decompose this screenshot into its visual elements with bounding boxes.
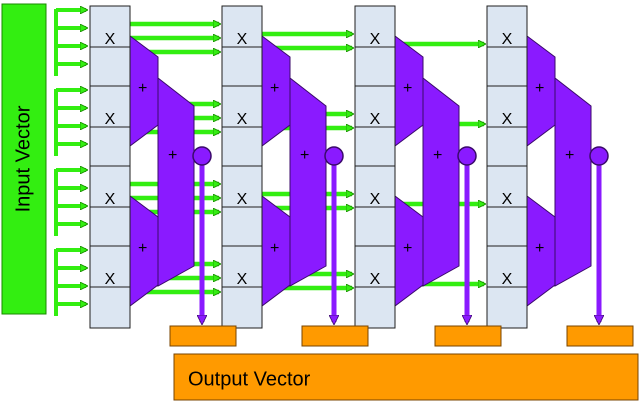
adder-trapezoid (554, 76, 592, 287)
adder-plus-label: + (403, 240, 412, 257)
multiplier-x-label: X (370, 271, 381, 288)
multiplier-x-label: X (237, 191, 248, 208)
multiplier-x-label: X (502, 271, 513, 288)
multiplier-cell (221, 286, 263, 329)
multiplier-cell (354, 85, 396, 128)
multiplier-x-label: X (237, 271, 248, 288)
multiplier-cell (486, 165, 528, 208)
multiplier-cell (486, 126, 528, 169)
adder-trapezoid (157, 76, 195, 287)
adder-trapezoid (422, 76, 460, 287)
output-slot (566, 325, 634, 347)
adder-plus-label: + (433, 147, 442, 164)
output-vector: Output Vector (169, 325, 639, 401)
multiplier-cell (354, 206, 396, 249)
accumulator-circle (457, 146, 477, 166)
multiplier-cell (221, 5, 263, 48)
input-vector-label: Input Vector (12, 105, 34, 212)
accumulator-circle (589, 146, 609, 166)
multiplier-x-label: X (502, 191, 513, 208)
multiplier-x-label: X (237, 31, 248, 48)
multiplier-cell (486, 5, 528, 48)
output-slot (301, 325, 369, 347)
multiplier-x-label: X (105, 111, 116, 128)
multiplier-x-label: X (105, 271, 116, 288)
multiplier-cell (221, 206, 263, 249)
multiplier-cell (354, 286, 396, 329)
multiplier-cell (89, 5, 131, 48)
multiplier-cell (89, 245, 131, 288)
multiplier-cell (89, 206, 131, 249)
multiplier-cell (89, 46, 131, 89)
multiplier-x-label: X (502, 111, 513, 128)
multiplier-cell (89, 126, 131, 169)
multiplier-x-label: X (370, 111, 381, 128)
output-vector-label: Output Vector (188, 368, 311, 390)
multiplier-cell (221, 126, 263, 169)
adder-plus-label: + (138, 240, 147, 257)
adder-plus-label: + (270, 240, 279, 257)
multiplier-cell (486, 85, 528, 128)
multiplier-cell (89, 286, 131, 329)
multiplier-cell (486, 206, 528, 249)
multiplier-cell (354, 5, 396, 48)
multiplier-cell (354, 46, 396, 89)
adder-plus-label: + (300, 147, 309, 164)
multiplier-x-label: X (370, 31, 381, 48)
multiplier-x-label: X (237, 111, 248, 128)
multiplier-x-label: X (502, 31, 513, 48)
output-slot (434, 325, 502, 347)
multiplier-cell (354, 165, 396, 208)
multipliers-layer: X X X X X X X X X X X X X X X X (89, 5, 528, 329)
multiplier-cell (354, 126, 396, 169)
multiplier-cell (486, 286, 528, 329)
accumulators-layer (192, 146, 609, 322)
multiplier-cell (221, 46, 263, 89)
accumulator-circle (324, 146, 344, 166)
multiplier-x-label: X (370, 191, 381, 208)
accumulator-circle (192, 146, 212, 166)
multiplier-cell (221, 85, 263, 128)
adders-layer: + + + + + + + + + + + + (129, 35, 592, 307)
multiplier-cell (486, 46, 528, 89)
adder-plus-label: + (403, 80, 412, 97)
adder-plus-label: + (270, 80, 279, 97)
adder-plus-label: + (565, 147, 574, 164)
adder-plus-label: + (535, 80, 544, 97)
adder-plus-label: + (138, 80, 147, 97)
multiplier-cell (89, 85, 131, 128)
output-slot (169, 325, 237, 347)
multiplier-cell (89, 165, 131, 208)
adder-trapezoid (289, 76, 327, 287)
multiplier-x-label: X (105, 191, 116, 208)
multiplier-x-label: X (105, 31, 116, 48)
adder-plus-label: + (168, 147, 177, 164)
input-vector: Input Vector (1, 3, 47, 315)
adder-plus-label: + (535, 240, 544, 257)
